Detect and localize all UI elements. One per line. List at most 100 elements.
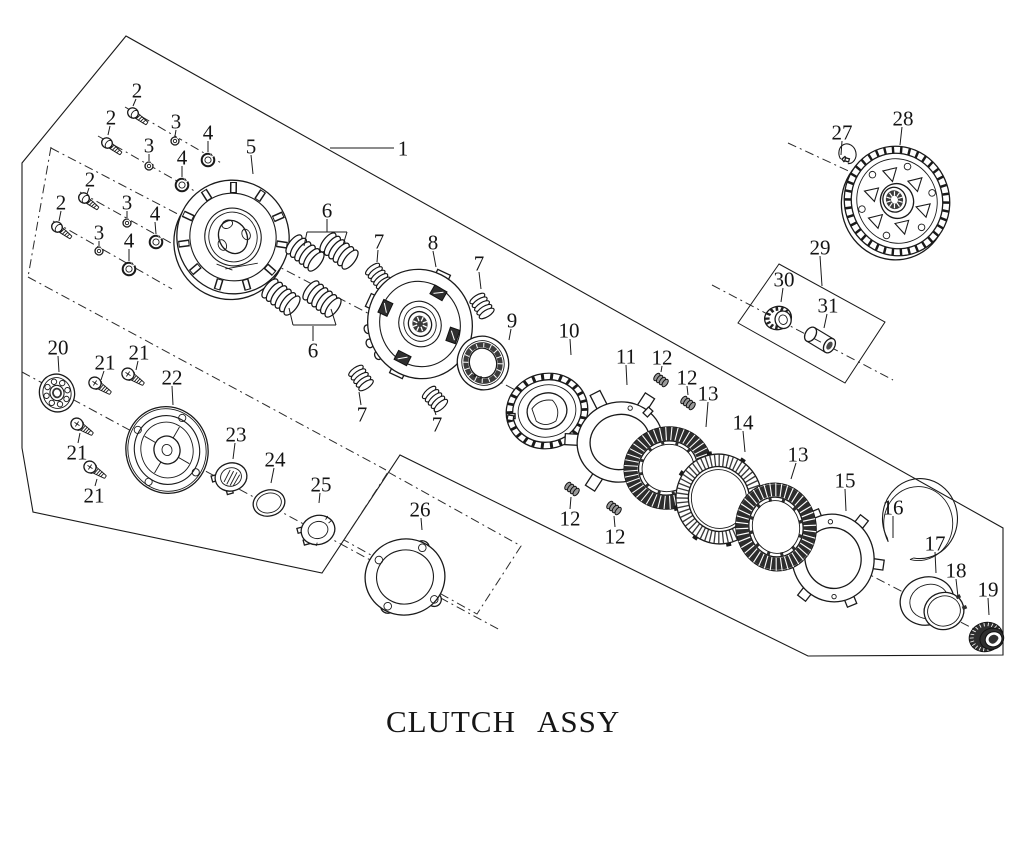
part-30-pinion-gear — [763, 305, 793, 331]
callout-label-3: 3 — [144, 134, 155, 158]
callout-label-11: 11 — [616, 345, 636, 369]
part-4-spring-washer — [148, 233, 164, 250]
callout-label-4: 4 — [124, 229, 135, 253]
part-12-set-spring — [651, 371, 671, 389]
part-24-thrust-washer — [252, 489, 286, 517]
leader-line — [823, 313, 828, 329]
bracket-line — [288, 307, 294, 326]
leader-line — [174, 129, 177, 137]
part-16-wire-ring — [881, 478, 958, 561]
callout-label-2: 2 — [56, 191, 67, 215]
leader-line — [569, 338, 572, 356]
leader-line — [840, 140, 843, 156]
part-19-lock-nut — [968, 621, 1005, 653]
callout-label-7: 7 — [374, 230, 385, 254]
callout-label-15: 15 — [835, 469, 856, 493]
leader-line — [660, 365, 663, 373]
leader-line — [478, 271, 482, 290]
leader-line — [844, 488, 847, 512]
leader-line — [955, 578, 959, 598]
gear-axis — [787, 142, 869, 181]
leader-line — [432, 250, 437, 268]
part-21-screw — [85, 374, 115, 399]
callout-label-6: 6 — [308, 339, 319, 363]
callout-label-13: 13 — [788, 443, 809, 467]
callout-label-4: 4 — [203, 121, 214, 145]
leader-line — [613, 515, 616, 528]
callout-label-7: 7 — [432, 413, 443, 437]
part-23-damper-plate — [210, 462, 248, 496]
callout-label-29: 29 — [810, 236, 831, 260]
bracket-line — [303, 231, 308, 247]
part-27-clip — [838, 143, 857, 165]
leader-line — [569, 496, 572, 510]
callout-label-14: 14 — [733, 411, 755, 435]
part-9-one-way-clutch — [456, 335, 510, 391]
part-3-washer — [94, 245, 104, 256]
callout-label-21: 21 — [129, 341, 150, 365]
leader-line — [625, 364, 628, 386]
part-12-set-spring — [562, 480, 582, 498]
part-7-spring — [420, 383, 450, 415]
bolt-box-left-edge — [27, 146, 52, 278]
part-4-spring-washer — [121, 260, 137, 277]
callout-label-13: 13 — [698, 382, 719, 406]
bracket-line — [342, 231, 348, 246]
callout-label-12: 12 — [605, 525, 626, 549]
leader-line — [58, 210, 62, 222]
callout-label-18: 18 — [946, 559, 967, 583]
leader-line — [686, 385, 689, 396]
bolt-axis-3 — [79, 191, 188, 253]
callout-label-24: 24 — [265, 448, 287, 472]
gear-group-box-outline — [737, 263, 886, 384]
callout-label-30: 30 — [774, 268, 795, 292]
leader-line — [899, 126, 903, 146]
callout-label-12: 12 — [560, 507, 581, 531]
leader-lines — [57, 98, 990, 616]
callout-label-4: 4 — [177, 146, 188, 170]
callout-label-28: 28 — [893, 107, 914, 131]
callout-label-23: 23 — [226, 423, 247, 447]
part-6-spring — [316, 229, 362, 273]
part-4-spring-washer — [174, 176, 190, 193]
part-7-spring — [467, 290, 497, 322]
leader-line — [77, 432, 81, 444]
leader-line — [819, 255, 823, 287]
leader-line — [987, 597, 990, 616]
part-5-clutch-housing — [173, 179, 290, 301]
part-3-washer — [170, 135, 180, 146]
callout-label-27: 27 — [832, 121, 853, 145]
part-26-gasket — [364, 538, 446, 616]
bolt-box-bottom-edge — [27, 276, 387, 471]
leader-line — [508, 328, 512, 341]
callout-label-21: 21 — [95, 351, 116, 375]
leader-line — [86, 187, 90, 195]
callout-label-6: 6 — [322, 199, 333, 223]
part-22-clutch-carrier — [125, 406, 209, 494]
callout-label-20: 20 — [48, 336, 69, 360]
bracket-line — [330, 308, 337, 326]
leader-line — [790, 462, 797, 480]
part-21-screw — [67, 415, 97, 440]
callout-label-3: 3 — [122, 191, 133, 215]
leader-line — [358, 391, 362, 406]
part-2-bolt — [124, 105, 151, 129]
callout-label-2: 2 — [106, 106, 117, 130]
part-18-snap-ring — [923, 591, 968, 631]
leader-line — [135, 360, 139, 371]
callout-label-19: 19 — [978, 578, 999, 602]
callout-label-8: 8 — [428, 231, 439, 255]
part-25-lock-washer — [296, 514, 336, 547]
leader-line — [742, 430, 746, 453]
callout-label-7: 7 — [474, 252, 485, 276]
callout-label-21: 21 — [67, 441, 88, 465]
callout-label-21: 21 — [84, 484, 105, 508]
callout-label-5: 5 — [246, 135, 257, 159]
leader-line — [318, 492, 321, 504]
callout-label-3: 3 — [94, 221, 105, 245]
callout-label-31: 31 — [818, 294, 839, 318]
leader-line — [100, 370, 105, 381]
leader-line — [376, 249, 379, 263]
